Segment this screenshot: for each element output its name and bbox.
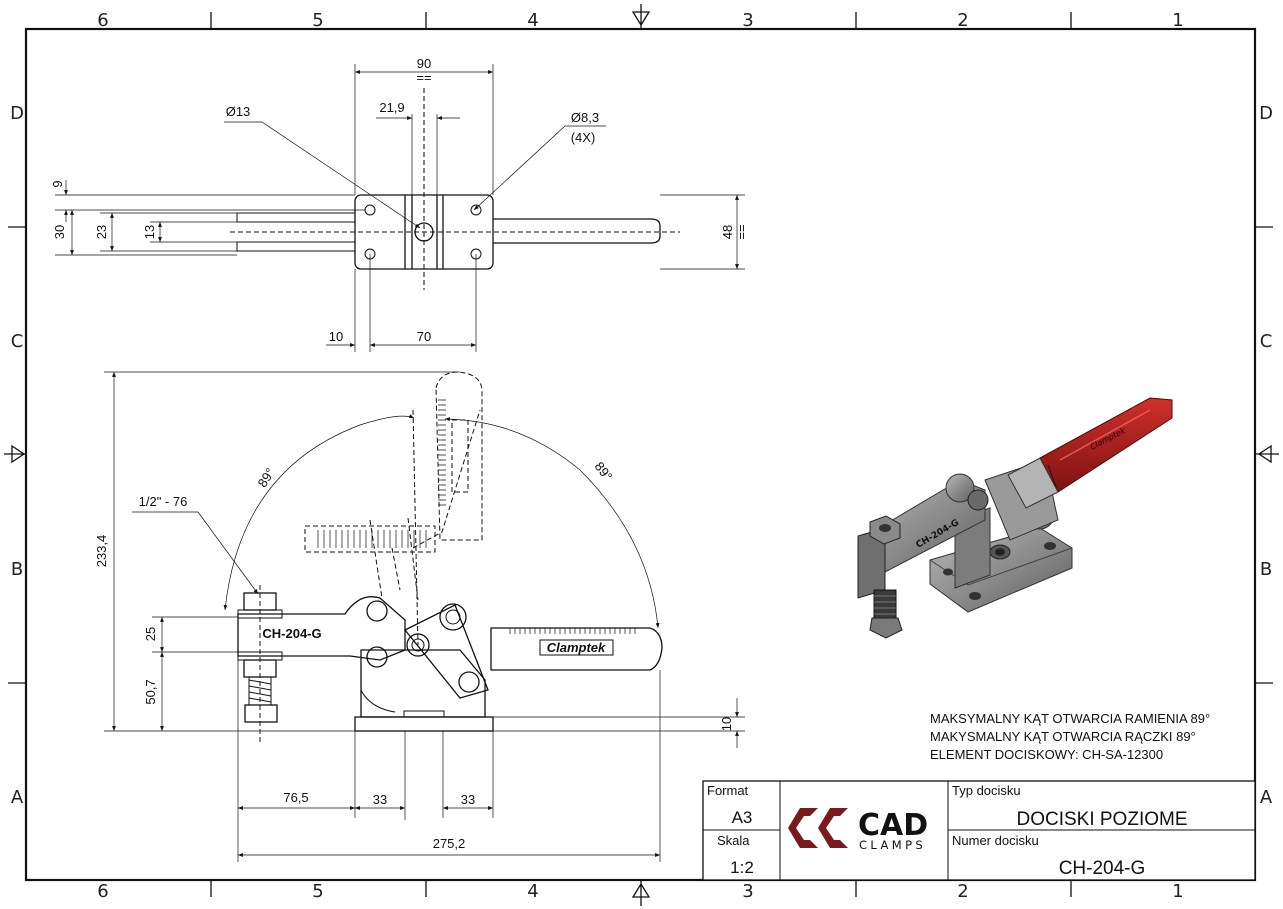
dim-25: 25 <box>143 627 158 641</box>
side-view: CH-204-G Clamptek 89 <box>94 371 745 862</box>
zone-bottom-2: 2 <box>957 881 968 902</box>
dim-275-2: 275,2 <box>433 836 466 851</box>
top-view: 90 == 21,9 Ø13 Ø8,3 (4X) 9 30 23 <box>50 56 749 352</box>
centering-mark-top <box>631 4 651 29</box>
dim-dia13: Ø13 <box>226 104 251 119</box>
zone-top-1: 1 <box>1172 10 1183 31</box>
zone-top-4: 4 <box>527 10 538 31</box>
dim-13: 13 <box>142 225 157 239</box>
number-value: CH-204-G <box>1059 858 1146 879</box>
dim-dia8-3: Ø8,3 <box>571 110 599 125</box>
angle-handle: 89° <box>592 459 616 484</box>
handle-brand-side: Clamptek <box>547 640 606 655</box>
type-label: Typ docisku <box>952 783 1021 798</box>
dim-23: 23 <box>94 225 109 239</box>
zone-left-D: D <box>10 103 24 124</box>
number-label: Numer docisku <box>952 833 1039 848</box>
thread-spec: 1/2" - 76 <box>139 494 188 509</box>
note-1: MAKSYMALNY KĄT OTWARCIA RAMIENIA 89° <box>930 711 1210 726</box>
dim-10-top: 10 <box>329 329 343 344</box>
dim-48: 48 <box>720 225 735 239</box>
format-value: A3 <box>732 808 753 827</box>
zone-right-A: A <box>1260 787 1273 808</box>
logo-cad: CAD <box>858 808 928 843</box>
centering-mark-right <box>1255 444 1279 464</box>
scale-value: 1:2 <box>730 858 754 877</box>
dim-10-base: 10 <box>719 717 734 731</box>
zone-top-3: 3 <box>742 10 753 31</box>
dim-48-sym: == <box>734 224 749 239</box>
dim-76-5: 76,5 <box>283 790 308 805</box>
arm-marking-side: CH-204-G <box>262 626 321 641</box>
dim-30: 30 <box>52 225 67 239</box>
angle-spindle: 89° <box>255 465 278 490</box>
zone-right-D: D <box>1259 103 1273 124</box>
zone-bottom-3: 3 <box>742 881 753 902</box>
dim-21-9: 21,9 <box>379 100 404 115</box>
scale-label: Skala <box>717 833 750 848</box>
dim-90-sym: == <box>416 70 431 85</box>
zone-bottom-6: 6 <box>97 881 108 902</box>
notes: MAKSYMALNY KĄT OTWARCIA RAMIENIA 89° MAK… <box>930 711 1210 762</box>
type-value: DOCISKI POZIOME <box>1016 809 1187 830</box>
cad-clamps-logo: CAD CLAMPS <box>788 808 928 852</box>
zone-top-6: 6 <box>97 10 108 31</box>
dim-70: 70 <box>417 329 431 344</box>
dim-233-4: 233,4 <box>94 535 109 568</box>
zone-bottom-1: 1 <box>1172 881 1183 902</box>
zone-top-5: 5 <box>312 10 323 31</box>
dim-33-right: 33 <box>461 792 475 807</box>
zone-left-B: B <box>11 559 23 580</box>
note-3: ELEMENT DOCISKOWY: CH-SA-12300 <box>930 747 1163 762</box>
dim-9: 9 <box>50 180 65 187</box>
zone-bottom-4: 4 <box>527 881 538 902</box>
centering-mark-bottom <box>631 880 651 906</box>
zone-bottom-5: 5 <box>312 881 323 902</box>
zone-left-C: C <box>11 331 24 352</box>
sheet-frame <box>4 4 1279 906</box>
dim-33-left: 33 <box>373 792 387 807</box>
note-2: MAKYSMALNY KĄT OTWARCIA RĄCZKI 89° <box>930 729 1196 744</box>
title-block: Format A3 Skala 1:2 CAD CLAMPS Typ docis… <box>702 780 1256 881</box>
dim-dia8-3-qty: (4X) <box>571 130 596 145</box>
logo-clamps: CLAMPS <box>859 838 926 852</box>
dim-50-7: 50,7 <box>143 679 158 704</box>
zone-left-A: A <box>11 787 24 808</box>
zone-top-2: 2 <box>957 10 968 31</box>
zone-labels: 6 5 4 3 2 1 6 5 4 3 2 1 D C B A D C B A <box>10 10 1273 902</box>
format-label: Format <box>707 783 749 798</box>
zone-right-C: C <box>1260 331 1273 352</box>
clamp-3d-render: CH-204-G Clamptek <box>857 397 1173 639</box>
centering-mark-left <box>4 444 26 464</box>
dim-90: 90 <box>417 56 431 71</box>
zone-right-B: B <box>1260 559 1272 580</box>
